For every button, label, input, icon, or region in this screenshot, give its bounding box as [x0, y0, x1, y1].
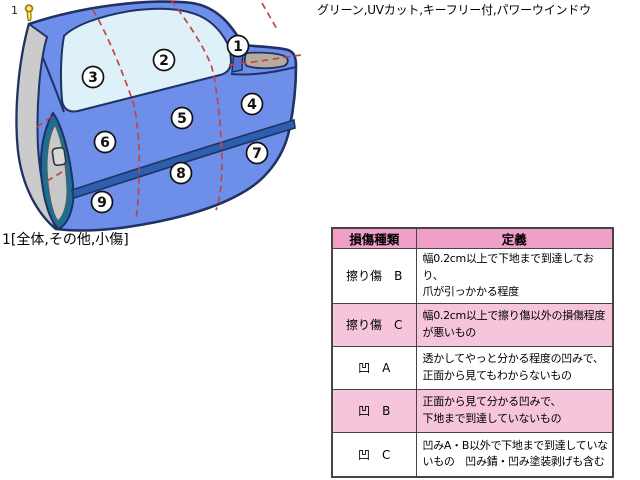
- molding-strip: [71, 118, 296, 200]
- damage-type-cell: 擦り傷 B: [331, 248, 417, 304]
- marker-caption: 1[全体,その他,小傷]: [2, 232, 129, 248]
- damage-type-cell: 凹 B: [331, 388, 417, 433]
- mirror-base-line: [230, 66, 297, 76]
- zone-number-2: 2: [159, 53, 169, 69]
- zone-marker-4: [240, 92, 264, 116]
- door-handle-icon: [51, 146, 67, 167]
- damage-type-cell: 凹 C: [331, 431, 417, 478]
- damage-definition-cell: 幅0.2cm以上で下地まで到達しており、 爪が引っかかる程度: [415, 248, 614, 304]
- option-note: グリーン,UVカット,キーフリー付,パワーウインドウ: [317, 3, 591, 17]
- pin-icon: [24, 4, 34, 22]
- damage-type-cell: 擦り傷 C: [331, 302, 417, 347]
- definition-header: 定義: [415, 227, 614, 249]
- damage-table-header-row: 損傷種類 定義: [331, 227, 614, 249]
- damage-type-header: 損傷種類: [331, 227, 417, 249]
- damage-definition-cell: 透かしてやっと分かる程度の凹みで、 正面から見てもわからないもの: [415, 345, 614, 390]
- zone-number-4: 4: [247, 97, 257, 113]
- zone-number-8: 8: [176, 166, 186, 182]
- damage-definition-cell: 凹みA・B以外で下地まで到達していな いもの 凹み錆・凹み塗装剥げも含む: [415, 431, 614, 478]
- damage-type-cell: 凹 A: [331, 345, 417, 390]
- zone-markers: 1 2 3 4 5 6 7 8 9: [81, 34, 269, 214]
- zone-number-5: 5: [177, 111, 187, 127]
- marker-number: 1: [11, 4, 18, 17]
- zone-divider-dashes: [36, 0, 302, 220]
- zone-marker-9: [90, 190, 114, 214]
- damage-definition-cell: 正面から見て分かる凹みで、 下地まで到達していないもの: [415, 388, 614, 433]
- zone-marker-1: [226, 34, 250, 58]
- zone-marker-7: [245, 141, 269, 165]
- zone-number-3: 3: [88, 70, 98, 86]
- zone-number-7: 7: [252, 146, 262, 162]
- zone-marker-5: [170, 106, 194, 130]
- zone-number-1: 1: [233, 39, 243, 55]
- zone-number-9: 9: [97, 195, 107, 211]
- damage-definition-cell: 幅0.2cm以上で擦り傷以外の損傷程度 が悪いもの: [415, 302, 614, 347]
- zone-marker-3: [81, 65, 105, 89]
- window-glass: [59, 7, 233, 113]
- door-edge-strip: [15, 23, 57, 230]
- zone-marker-2: [152, 48, 176, 72]
- zone-marker-6: [93, 130, 117, 154]
- zone-number-6: 6: [100, 135, 110, 151]
- damage-zone-diagram: 1 2 3 4 5 6 7 8 9 1: [11, 0, 302, 232]
- pin-marker: 1: [11, 4, 34, 22]
- zone-marker-8: [169, 161, 193, 185]
